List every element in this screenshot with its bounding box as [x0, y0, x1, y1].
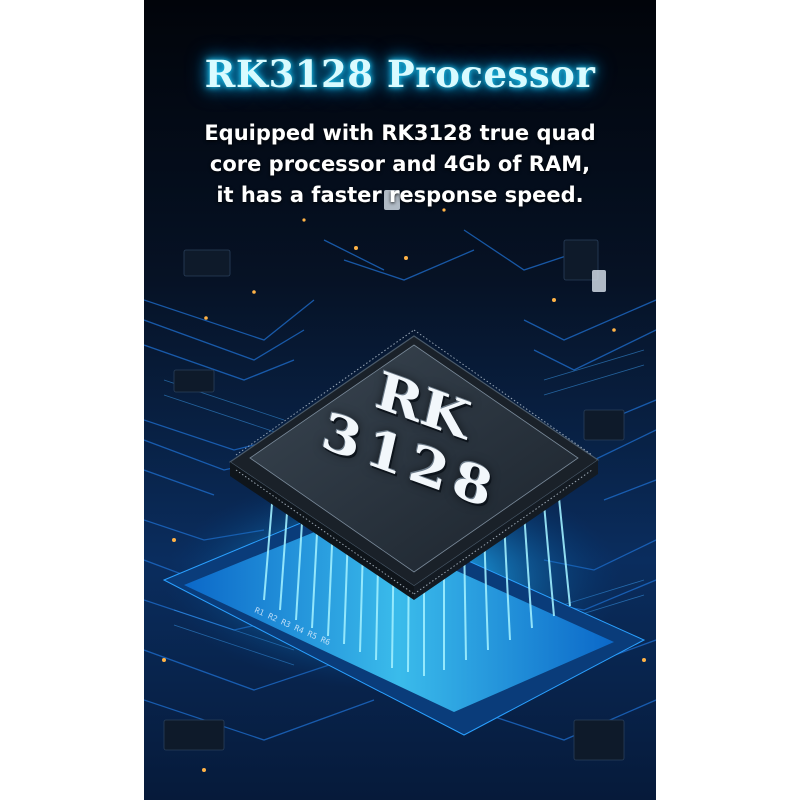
product-poster: R1 R2 R3 R4 R5 R6 RK3128 Processor Equip…	[144, 0, 656, 800]
poster-description: Equipped with RK3128 true quad core proc…	[174, 118, 626, 211]
circuit-board-image: R1 R2 R3 R4 R5 R6	[144, 0, 656, 800]
description-line-2: core processor and 4Gb of RAM,	[209, 152, 591, 176]
description-line-3: it has a faster response speed.	[216, 183, 584, 207]
description-line-1: Equipped with RK3128 true quad	[204, 121, 596, 145]
poster-title: RK3128 Processor	[204, 52, 596, 96]
